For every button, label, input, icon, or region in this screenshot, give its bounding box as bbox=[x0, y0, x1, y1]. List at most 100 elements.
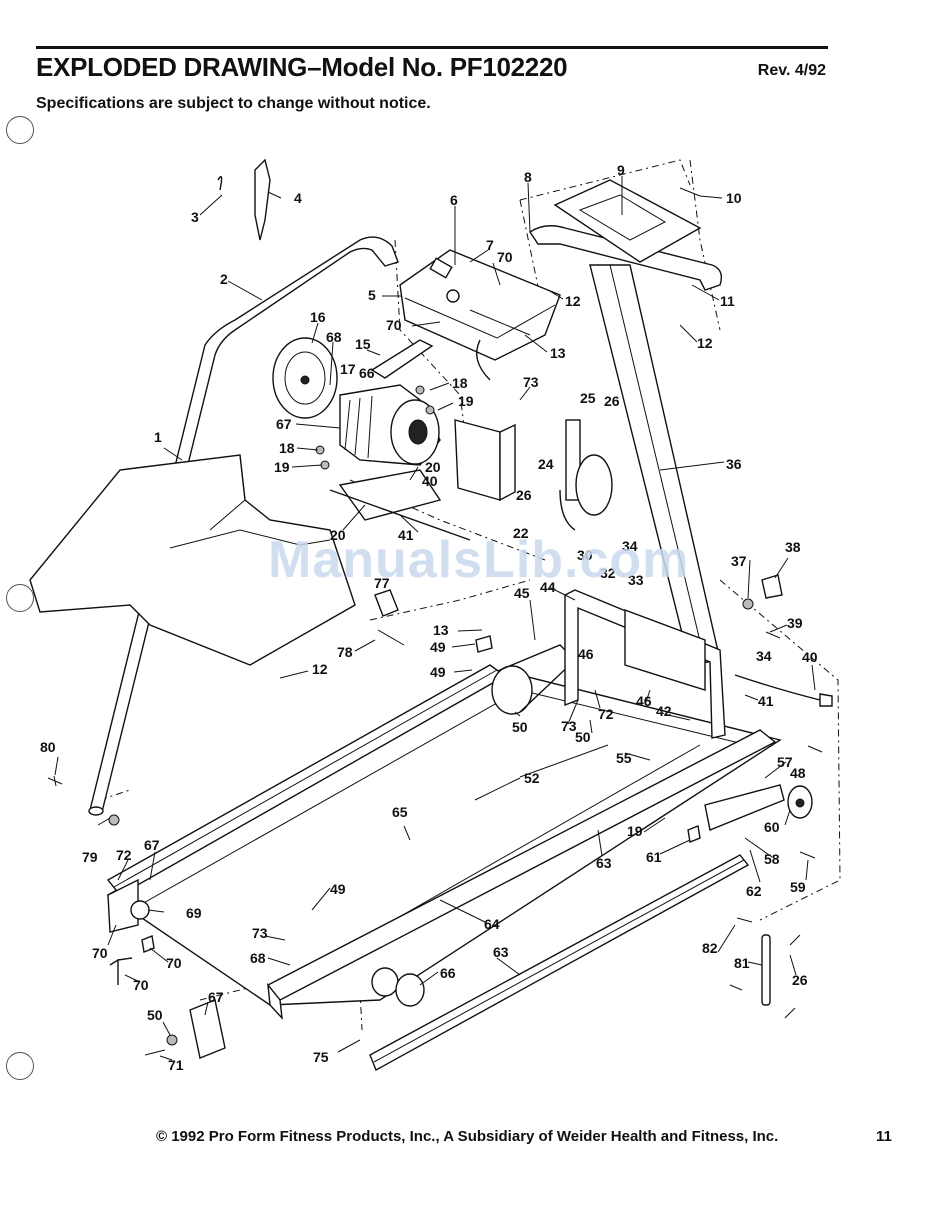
assembly-line bbox=[349, 479, 546, 561]
key-33 bbox=[761, 574, 783, 599]
controller-box bbox=[454, 419, 501, 501]
binder-hole-icon bbox=[6, 1052, 34, 1080]
console-knob-icon bbox=[446, 289, 460, 303]
part-label: 30 bbox=[577, 547, 593, 563]
part-label: 9 bbox=[617, 162, 625, 178]
pin-26 bbox=[784, 934, 801, 1019]
part-label: 19 bbox=[627, 823, 643, 839]
part-label: 17 bbox=[340, 361, 356, 377]
part-label: 68 bbox=[326, 329, 342, 345]
part-label: 26 bbox=[604, 393, 620, 409]
part-label: 25 bbox=[580, 390, 596, 406]
console-handlebar bbox=[529, 225, 723, 291]
part-label: 24 bbox=[538, 456, 554, 472]
part-label: 77 bbox=[374, 575, 390, 591]
motor-shaft-icon bbox=[408, 419, 428, 445]
part-label: 64 bbox=[484, 916, 500, 932]
part-label: 34 bbox=[756, 648, 772, 664]
bolt-34 bbox=[765, 631, 781, 639]
part-label: 2 bbox=[220, 271, 228, 287]
assembly-line bbox=[689, 159, 721, 331]
bracket-45 bbox=[475, 635, 493, 653]
electronic-console bbox=[399, 249, 561, 361]
header-rule bbox=[36, 46, 828, 49]
part-label: 50 bbox=[147, 1007, 163, 1023]
upright-edge bbox=[609, 264, 706, 663]
part-label: 12 bbox=[312, 661, 328, 677]
clip-3 bbox=[217, 176, 223, 191]
part-label: 8 bbox=[524, 169, 532, 185]
washer-19b bbox=[320, 460, 330, 470]
part-label: 18 bbox=[452, 375, 468, 391]
part-label: 58 bbox=[764, 851, 780, 867]
part-label: 63 bbox=[493, 944, 509, 960]
bolt-53 bbox=[799, 851, 816, 859]
console-edge bbox=[404, 297, 556, 339]
page-title: EXPLODED DRAWING–Model No. PF102220 bbox=[36, 52, 568, 82]
power-plug-icon bbox=[819, 693, 833, 707]
part-label: 68 bbox=[250, 950, 266, 966]
part-label: 57 bbox=[777, 754, 793, 770]
part-label: 65 bbox=[392, 804, 408, 820]
bolt-75b bbox=[729, 984, 743, 991]
part-label: 18 bbox=[279, 440, 295, 456]
power-cord bbox=[734, 674, 821, 701]
part-label: 5 bbox=[368, 287, 376, 303]
part-label: 40 bbox=[802, 649, 818, 665]
bracket-66 bbox=[109, 957, 133, 985]
part-label: 44 bbox=[540, 579, 556, 595]
part-label: 32 bbox=[600, 565, 616, 581]
console-bracket bbox=[553, 179, 702, 263]
part-label: 75 bbox=[313, 1049, 329, 1065]
frame-rail-end bbox=[267, 982, 283, 1021]
leader-lines bbox=[54, 176, 816, 1061]
part-label: 26 bbox=[516, 487, 532, 503]
part-label: 39 bbox=[787, 615, 803, 631]
wheel-hub-icon bbox=[795, 798, 805, 808]
bolt-75 bbox=[736, 917, 753, 923]
hood-edge bbox=[169, 529, 331, 549]
incline-motor-cable bbox=[559, 489, 576, 531]
part-label: 34 bbox=[622, 538, 638, 554]
roller-cap bbox=[371, 967, 399, 997]
side-platform-groove bbox=[373, 859, 745, 1063]
part-label: 13 bbox=[550, 345, 566, 361]
part-label: 79 bbox=[82, 849, 98, 865]
motor-mount-plate bbox=[338, 469, 442, 521]
part-label: 60 bbox=[764, 819, 780, 835]
nut-18 bbox=[415, 385, 425, 395]
clip-55 bbox=[687, 825, 701, 843]
flywheel-hub-icon bbox=[300, 375, 310, 385]
console-bracket-inner bbox=[578, 194, 667, 241]
part-label: 45 bbox=[514, 585, 530, 601]
part-label: 80 bbox=[40, 739, 56, 755]
part-label: 49 bbox=[430, 664, 446, 680]
incline-motor bbox=[575, 454, 613, 516]
part-label: 3 bbox=[191, 209, 199, 225]
front-roller-icon bbox=[130, 900, 150, 920]
part-label: 50 bbox=[512, 719, 528, 735]
rear-end-cap bbox=[189, 999, 226, 1059]
part-label: 66 bbox=[359, 365, 375, 381]
part-label: 46 bbox=[636, 693, 652, 709]
front-end-cap bbox=[107, 878, 139, 933]
bolt-10 bbox=[679, 187, 701, 197]
part-label: 40 bbox=[422, 473, 438, 489]
motor-fins bbox=[344, 395, 373, 459]
part-label: 70 bbox=[92, 945, 108, 961]
part-label: 52 bbox=[524, 770, 540, 786]
part-label: 62 bbox=[746, 883, 762, 899]
rail-groove bbox=[113, 669, 498, 888]
console-cable bbox=[469, 309, 531, 336]
part-label: 22 bbox=[513, 525, 529, 541]
part-label: 73 bbox=[561, 718, 577, 734]
part-label: 42 bbox=[656, 703, 672, 719]
part-label: 69 bbox=[186, 905, 202, 921]
part-label: 55 bbox=[616, 750, 632, 766]
part-label: 71 bbox=[168, 1057, 184, 1073]
clip-bracket bbox=[370, 339, 434, 379]
part-label: 1 bbox=[154, 429, 162, 445]
part-label: 70 bbox=[166, 955, 182, 971]
console-cable bbox=[476, 339, 491, 381]
part-label: 67 bbox=[208, 989, 224, 1005]
